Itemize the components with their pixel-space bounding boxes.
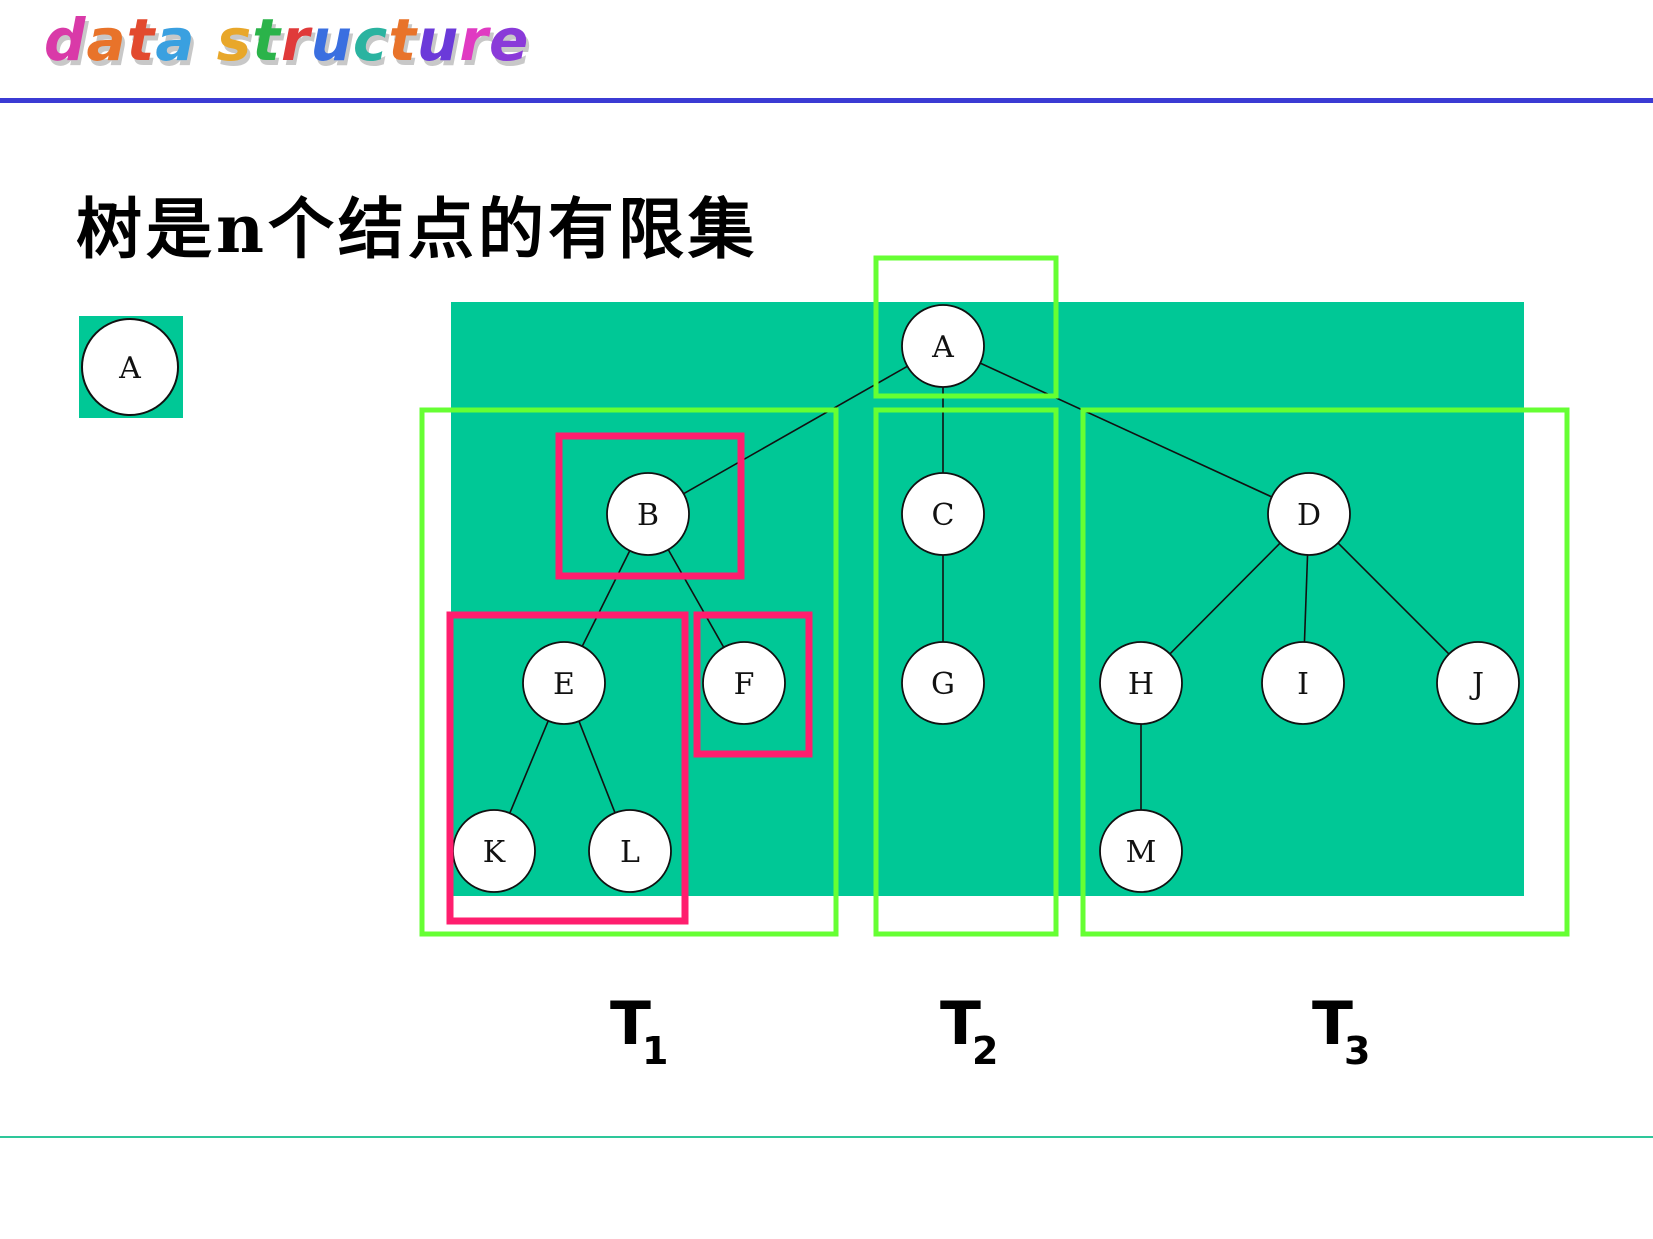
tree-node-circle bbox=[588, 809, 672, 893]
tree-edge-e-l bbox=[578, 720, 616, 814]
subtree-box-t1 bbox=[419, 407, 839, 937]
tree-node-circle bbox=[1261, 641, 1345, 725]
tree-node-b: B bbox=[606, 472, 690, 556]
page-title: 树是n个结点的有限集 bbox=[76, 190, 758, 268]
tree-node-label: L bbox=[620, 835, 640, 870]
tree-node-circle bbox=[702, 641, 786, 725]
header-rule bbox=[0, 98, 1653, 103]
tree-node-j: J bbox=[1436, 641, 1520, 725]
highlight-box-b bbox=[555, 432, 745, 580]
logo-letter: d bbox=[44, 6, 87, 74]
single-node-label: A bbox=[118, 351, 141, 386]
tree-nodes: A B C D E F G H I J K L M bbox=[452, 304, 1520, 893]
tree-node-circle bbox=[606, 472, 690, 556]
single-node-circle bbox=[81, 318, 179, 416]
logo-letter: a bbox=[155, 6, 196, 74]
highlight-box-f bbox=[693, 611, 813, 758]
svg-text:2: 2 bbox=[972, 1029, 998, 1073]
tree-node-label: I bbox=[1297, 667, 1309, 702]
subtree-box-t3 bbox=[1080, 407, 1570, 937]
subtree-box-t2 bbox=[873, 407, 1059, 937]
tree-edges bbox=[509, 362, 1450, 814]
tree-node-d: D bbox=[1267, 472, 1351, 556]
tree-edge-a-b bbox=[683, 365, 908, 495]
tree-edge-d-j bbox=[1337, 542, 1450, 655]
logo-letter: t bbox=[252, 6, 282, 74]
tree-node-label: G bbox=[931, 667, 955, 702]
tree-node-circle bbox=[1099, 641, 1183, 725]
tree-node-m: M bbox=[1099, 809, 1183, 893]
tree-node-circle bbox=[1099, 809, 1183, 893]
tree-edge-d-h bbox=[1169, 542, 1281, 655]
svg-text:T: T bbox=[940, 989, 981, 1059]
tree-edge-a-d bbox=[979, 362, 1273, 498]
tree-node-circle bbox=[1267, 472, 1351, 556]
tree-node-circle bbox=[901, 641, 985, 725]
logo-letter: t bbox=[126, 6, 156, 74]
svg-text:T: T bbox=[610, 989, 651, 1059]
logo-letter: c bbox=[352, 6, 389, 74]
tree-node-k: K bbox=[452, 809, 536, 893]
header-logo: data structure bbox=[44, 6, 529, 74]
tree-node-label: C bbox=[932, 498, 955, 533]
highlight-box-e-subtree bbox=[446, 611, 689, 925]
tree-node-label: E bbox=[553, 667, 575, 702]
tree-node-label: D bbox=[1297, 498, 1321, 533]
tree-node-e: E bbox=[522, 641, 606, 725]
logo-letter: e bbox=[488, 6, 530, 74]
tree-edge-b-f bbox=[667, 549, 725, 648]
tree-node-i: I bbox=[1261, 641, 1345, 725]
tree-node-circle bbox=[901, 304, 985, 388]
tree-node-label: M bbox=[1126, 835, 1157, 870]
tree-node-circle bbox=[901, 472, 985, 556]
svg-text:1: 1 bbox=[642, 1029, 668, 1073]
tree-node-h: H bbox=[1099, 641, 1183, 725]
tree-edge-e-k bbox=[509, 720, 549, 814]
logo-letter: t bbox=[388, 6, 418, 74]
tree-node-label: B bbox=[637, 498, 659, 533]
tree-node-f: F bbox=[702, 641, 786, 725]
tree-node-label: K bbox=[483, 835, 506, 870]
tree-node-l: L bbox=[588, 809, 672, 893]
tree-node-label: J bbox=[1469, 667, 1484, 702]
tree-node-c: C bbox=[901, 472, 985, 556]
tree-node-label: A bbox=[931, 330, 954, 365]
svg-text:T: T bbox=[1312, 989, 1353, 1059]
tree-node-circle bbox=[522, 641, 606, 725]
root-box bbox=[873, 255, 1059, 399]
tree-node-g: G bbox=[901, 641, 985, 725]
logo-letter: r bbox=[459, 6, 489, 74]
logo-letter: u bbox=[310, 6, 353, 74]
subtree-label-t3: T 3 bbox=[1312, 989, 1370, 1073]
tree-node-circle bbox=[1436, 641, 1520, 725]
tree-panel bbox=[451, 302, 1524, 896]
tree-edge-b-e bbox=[581, 550, 631, 647]
subtree-label-t2: T 2 bbox=[940, 989, 998, 1073]
tree-node-a: A bbox=[901, 304, 985, 388]
footer-rule bbox=[0, 1136, 1653, 1138]
logo-letter: a bbox=[86, 6, 127, 74]
tree-edge-d-i bbox=[1303, 554, 1309, 643]
subtree-label-t1: T 1 bbox=[610, 989, 668, 1073]
logo-letter: r bbox=[281, 6, 311, 74]
tree-node-label: F bbox=[734, 667, 755, 702]
svg-text:3: 3 bbox=[1344, 1029, 1370, 1073]
logo-letter: s bbox=[216, 6, 253, 74]
logo-letter: u bbox=[417, 6, 460, 74]
tree-node-label: H bbox=[1128, 667, 1154, 702]
